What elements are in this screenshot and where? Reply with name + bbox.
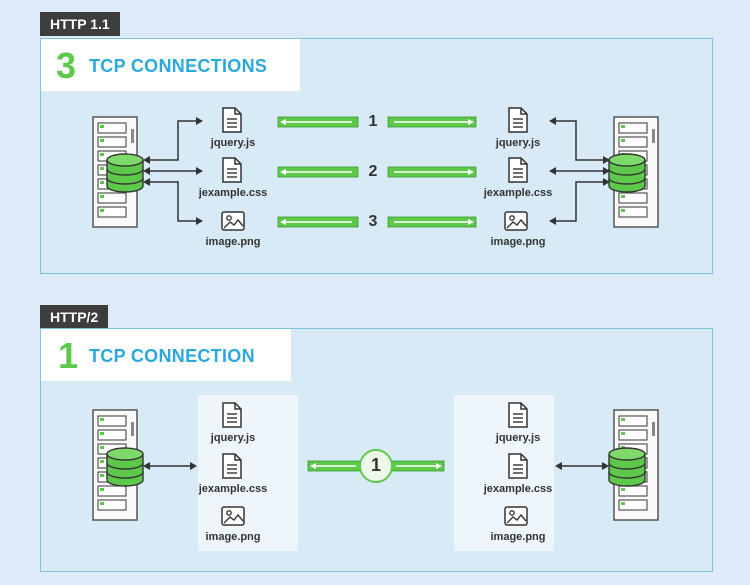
http2-client-file-css: jexample.css <box>198 483 268 495</box>
http11-title: TCP CONNECTIONS <box>89 56 268 76</box>
http2-title: TCP CONNECTION <box>89 346 255 366</box>
http2-remote-database-icon <box>608 447 646 487</box>
http11-connection-2: 2 <box>368 163 378 180</box>
http11-server-file-css: jexample.css <box>483 187 553 199</box>
image-file-icon <box>221 211 245 231</box>
http11-title-box <box>41 39 300 91</box>
http2-tag: HTTP/2 <box>40 305 109 329</box>
http11-server-file-jquery: jquery.js <box>495 137 541 149</box>
http11-connection-3: 3 <box>368 213 378 230</box>
http2-server-file-image: image.png <box>490 531 546 543</box>
http2-image-file-icon <box>221 506 245 526</box>
http11-client-file-image: image.png <box>205 236 261 248</box>
remote-database-icon <box>608 153 646 193</box>
css-file-icon-remote <box>508 157 528 183</box>
css-file-icon <box>222 157 242 183</box>
jquery-file-icon-remote <box>508 107 528 133</box>
http11-client-file-css: jexample.css <box>198 187 268 199</box>
http2-jquery-file-icon <box>222 402 242 428</box>
http2-server-file-jquery: jquery.js <box>495 432 541 444</box>
http2-server-file-group <box>454 395 554 551</box>
http11-tag: HTTP 1.1 <box>40 12 120 36</box>
http11-connection-1: 1 <box>368 113 378 130</box>
http2-client-file-group <box>198 395 298 551</box>
http2-connection-number: 1 <box>370 455 381 475</box>
client-database-icon <box>106 153 144 193</box>
http2-server-file-css: jexample.css <box>483 483 553 495</box>
http2-connection-count: 1 <box>58 335 79 376</box>
http11-client-file-jquery: jquery.js <box>210 137 256 149</box>
http11-client-arrows <box>145 120 200 222</box>
image-file-icon-remote <box>504 211 528 231</box>
http2-image-file-icon-remote <box>504 506 528 526</box>
http2-css-file-icon-remote <box>508 453 528 479</box>
http11-connection-bars <box>277 116 477 228</box>
http2-client-file-jquery: jquery.js <box>210 432 256 444</box>
http2-title-box <box>41 329 291 381</box>
http11-server-arrows <box>552 120 608 222</box>
http2-jquery-file-icon-remote <box>508 402 528 428</box>
http2-client-database-icon <box>106 447 144 487</box>
http2-css-file-icon <box>222 453 242 479</box>
http11-server-file-image: image.png <box>490 236 546 248</box>
jquery-file-icon <box>222 107 242 133</box>
http2-connection-bar <box>307 449 445 483</box>
http11-connection-count: 3 <box>56 45 77 86</box>
http2-client-file-image: image.png <box>205 531 261 543</box>
